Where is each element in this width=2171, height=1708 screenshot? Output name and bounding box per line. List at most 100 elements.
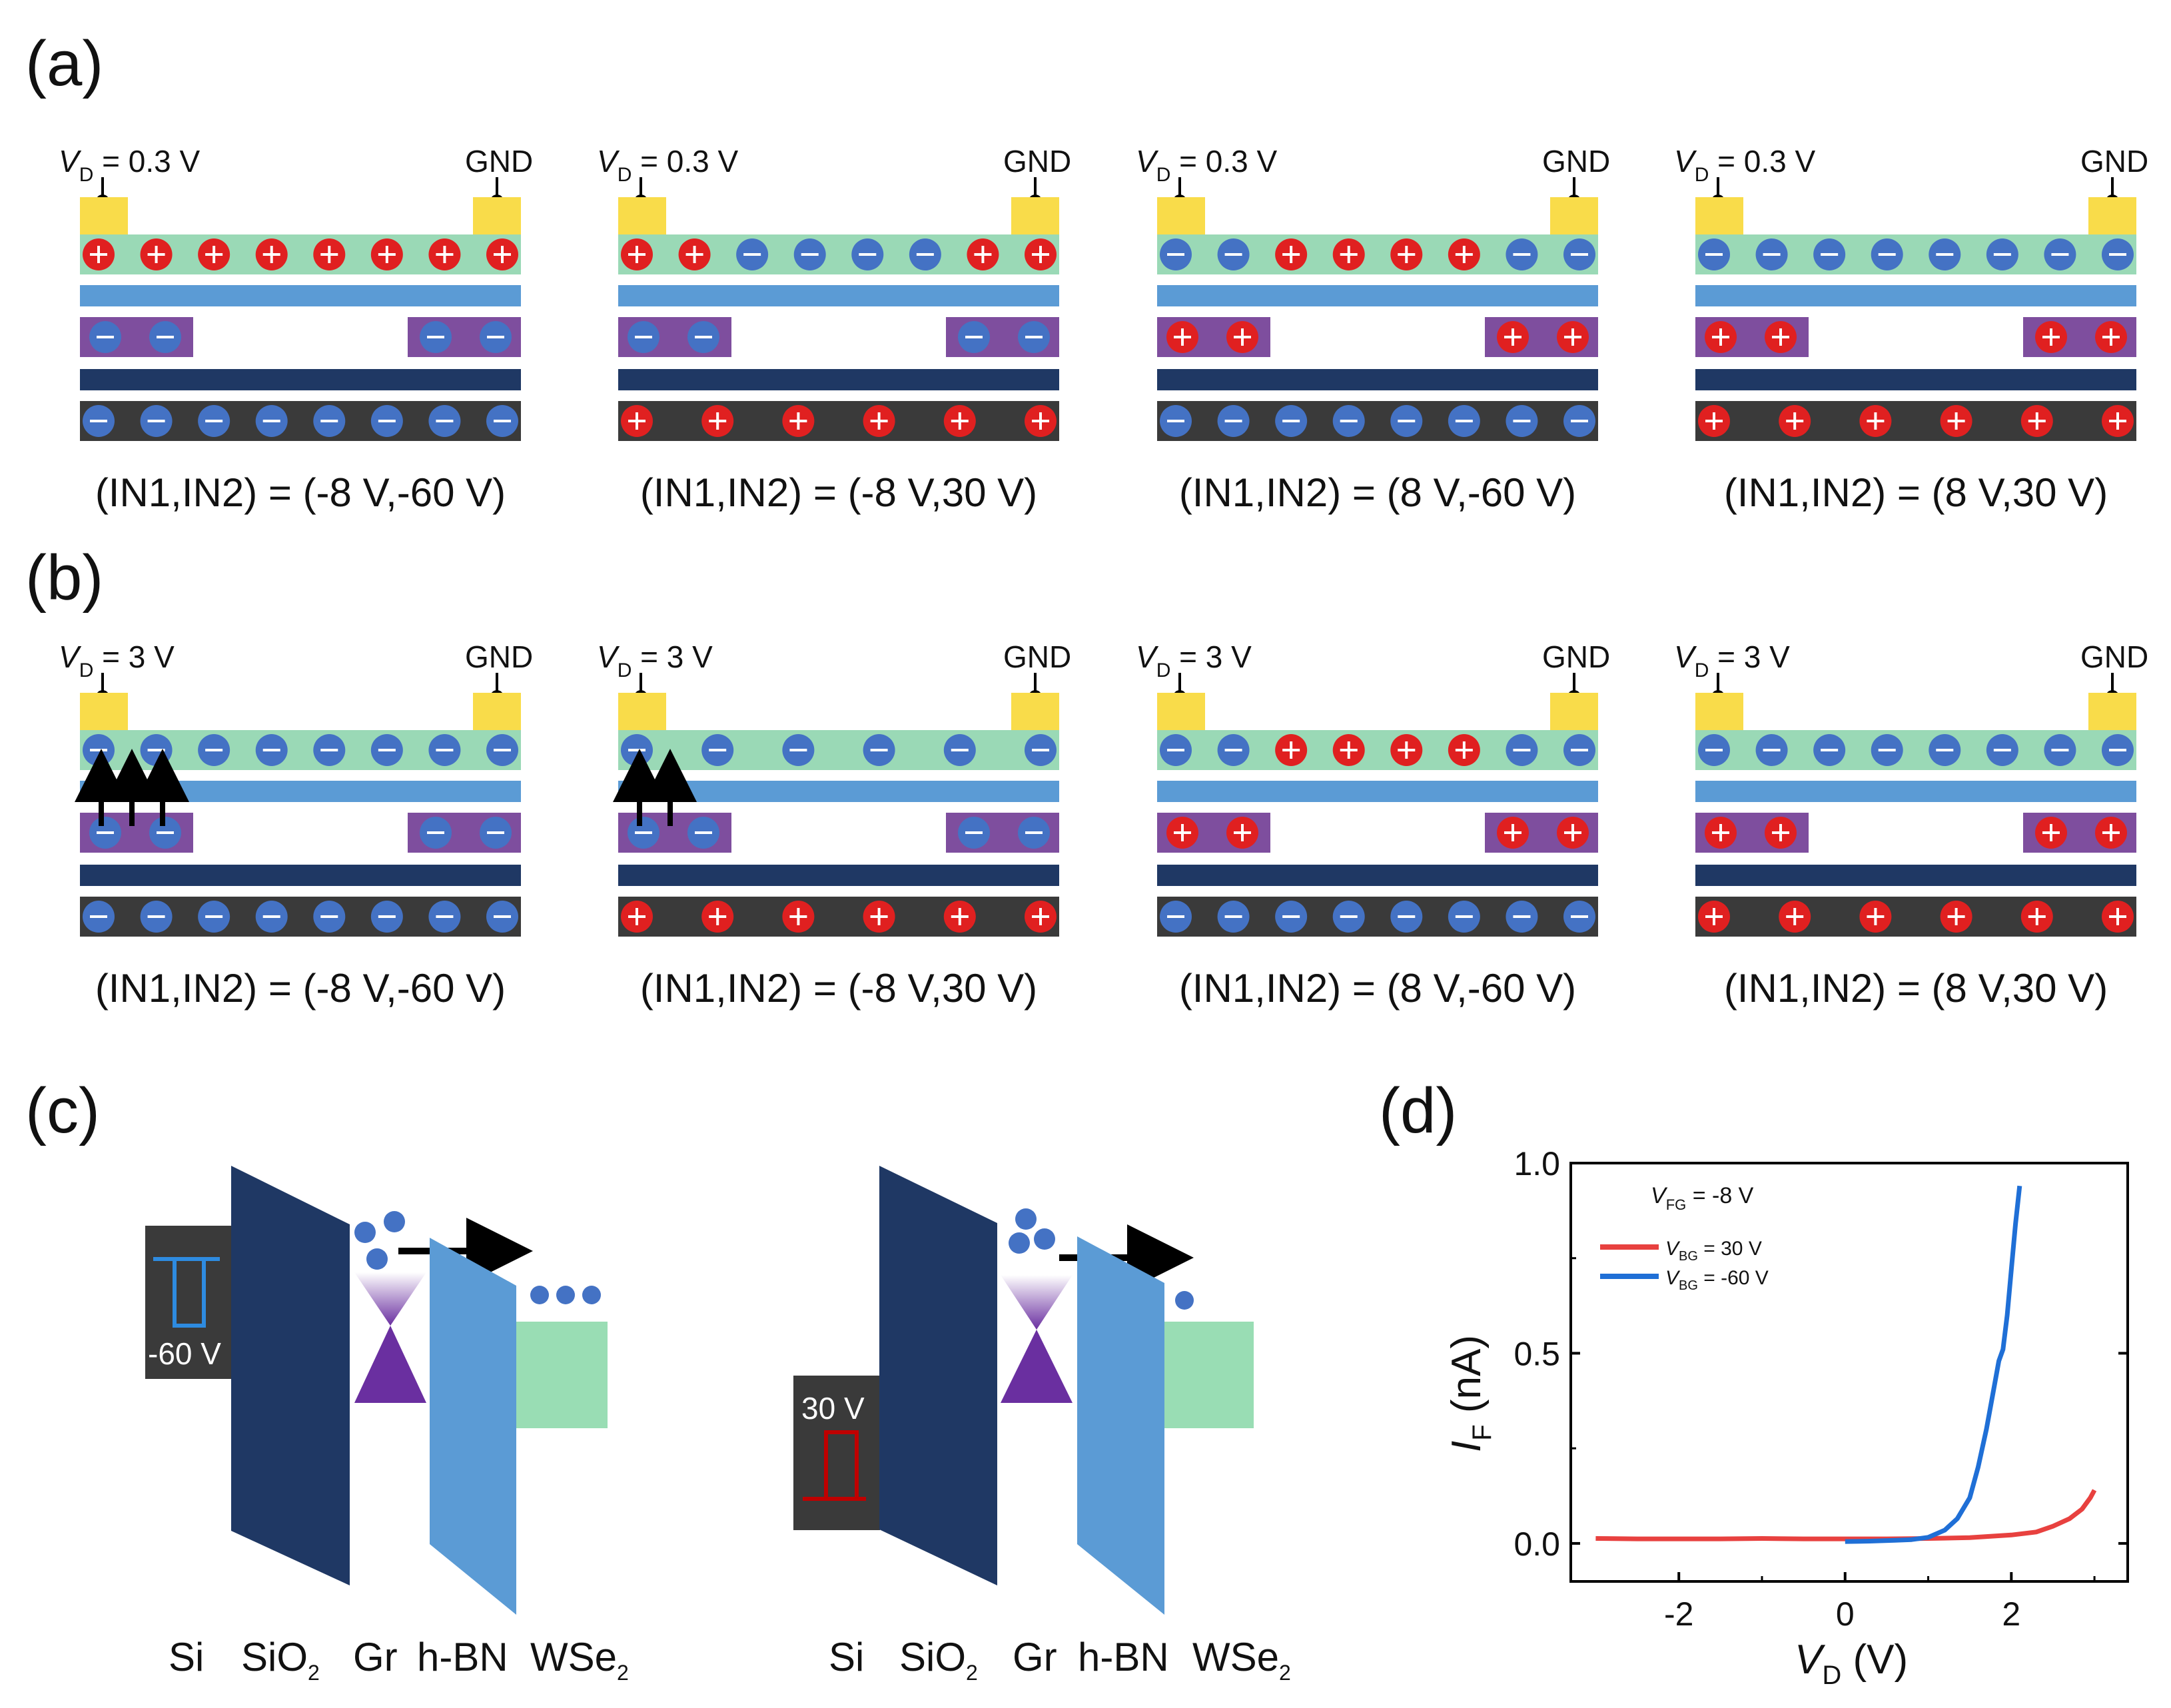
si-back-gate bbox=[618, 897, 1059, 937]
electron-charge-icon bbox=[1986, 238, 2018, 270]
hole-charge-icon bbox=[255, 238, 288, 270]
hole-charge-icon bbox=[1859, 405, 1892, 437]
bias-condition-caption: (IN1,IN2) = (8 V,-60 V) bbox=[1179, 470, 1576, 515]
hole-charge-icon bbox=[2095, 817, 2127, 849]
panel-label-c: (c) bbox=[25, 1075, 100, 1146]
electron-charge-icon bbox=[370, 901, 403, 933]
electron-charge-icon bbox=[428, 901, 461, 933]
electron-charge-icon bbox=[1160, 734, 1192, 766]
hole-charge-icon bbox=[2035, 817, 2067, 849]
panel-label-d: (d) bbox=[1379, 1075, 1457, 1146]
electron-charge-icon bbox=[1563, 238, 1595, 270]
right-gate-voltage: 30 V bbox=[801, 1391, 865, 1426]
hole-charge-icon bbox=[428, 238, 461, 270]
electron-charge-icon bbox=[1018, 817, 1050, 849]
layer-label-wse2: WSe2 bbox=[1192, 1635, 1291, 1685]
source-contact bbox=[2088, 197, 2136, 234]
drain-contact bbox=[80, 197, 128, 234]
hole-charge-icon bbox=[313, 238, 346, 270]
hole-charge-icon bbox=[1765, 321, 1797, 353]
electron-charge-icon bbox=[1698, 734, 1730, 766]
ground-label: GND bbox=[1542, 144, 1610, 179]
ground-label: GND bbox=[1003, 640, 1071, 674]
bias-condition-caption: (IN1,IN2) = (-8 V,30 V) bbox=[640, 966, 1037, 1011]
electron-charge-icon bbox=[420, 817, 452, 849]
electron-charge-icon bbox=[628, 321, 659, 353]
hbn-barrier bbox=[1077, 1236, 1164, 1615]
electron-charge-icon bbox=[1275, 405, 1308, 437]
layer-label-sio2: SiO2 bbox=[241, 1635, 320, 1685]
x-axis-title: VD (V) bbox=[1795, 1637, 1908, 1690]
electron-charge-icon bbox=[198, 901, 230, 933]
ground-label: GND bbox=[2080, 144, 2148, 179]
electron-charge-icon bbox=[1332, 901, 1365, 933]
hole-charge-icon bbox=[1497, 817, 1529, 849]
source-contact bbox=[1011, 693, 1059, 730]
graphene-cone-top bbox=[354, 1272, 426, 1326]
electron-charge-icon bbox=[370, 734, 403, 766]
hole-charge-icon bbox=[1859, 901, 1892, 933]
electron-charge-icon bbox=[2044, 238, 2076, 270]
hole-charge-icon bbox=[621, 405, 653, 437]
electron-dot bbox=[1175, 1291, 1194, 1310]
x-tick-label: -2 bbox=[1664, 1595, 1693, 1633]
hole-charge-icon bbox=[1025, 238, 1057, 270]
layer-label-wse2: WSe2 bbox=[530, 1635, 629, 1685]
hole-charge-icon bbox=[2102, 901, 2134, 933]
wse2-block bbox=[1164, 1322, 1254, 1428]
hole-charge-icon bbox=[1332, 238, 1365, 270]
electron-dot bbox=[556, 1286, 575, 1304]
electron-dot bbox=[1009, 1232, 1030, 1254]
y-axis-title: IF (nA) bbox=[1444, 1335, 1497, 1452]
electron-charge-icon bbox=[793, 238, 826, 270]
electron-charge-icon bbox=[486, 734, 518, 766]
panel-label-a: (a) bbox=[25, 28, 103, 99]
electron-charge-icon bbox=[140, 405, 173, 437]
bias-condition-caption: (IN1,IN2) = (-8 V,-60 V) bbox=[95, 966, 506, 1011]
hole-charge-icon bbox=[678, 238, 711, 270]
graphene-cone-bottom bbox=[354, 1326, 426, 1403]
source-contact bbox=[1550, 197, 1598, 234]
ground-label: GND bbox=[1003, 144, 1071, 179]
sio2-layer bbox=[618, 865, 1059, 886]
sio2-layer bbox=[1157, 369, 1598, 390]
hole-charge-icon bbox=[863, 901, 895, 933]
hole-charge-icon bbox=[2020, 901, 2053, 933]
si-gate-block bbox=[793, 1376, 880, 1530]
hbn-tunnel-layer bbox=[618, 285, 1059, 306]
electron-charge-icon bbox=[1929, 238, 1961, 270]
drain-contact bbox=[1695, 197, 1743, 234]
electron-dot bbox=[354, 1222, 376, 1243]
hole-charge-icon bbox=[1698, 901, 1730, 933]
hole-charge-icon bbox=[1166, 321, 1198, 353]
drain-contact bbox=[80, 693, 128, 730]
electron-charge-icon bbox=[480, 321, 512, 353]
electron-charge-icon bbox=[1871, 238, 1903, 270]
hole-charge-icon bbox=[1705, 321, 1737, 353]
sio2-layer bbox=[618, 369, 1059, 390]
electron-charge-icon bbox=[1563, 901, 1595, 933]
sio2-layer bbox=[1695, 369, 2136, 390]
si-gate-block bbox=[145, 1226, 232, 1379]
bias-condition-caption: (IN1,IN2) = (8 V,30 V) bbox=[1724, 966, 2108, 1011]
source-contact bbox=[473, 197, 521, 234]
hole-charge-icon bbox=[2020, 405, 2053, 437]
electron-charge-icon bbox=[1506, 238, 1538, 270]
electron-charge-icon bbox=[149, 321, 181, 353]
source-contact bbox=[1011, 197, 1059, 234]
hole-charge-icon bbox=[967, 238, 999, 270]
electron-charge-icon bbox=[1563, 734, 1595, 766]
hole-charge-icon bbox=[370, 238, 403, 270]
hole-charge-icon bbox=[1765, 817, 1797, 849]
electron-charge-icon bbox=[1018, 321, 1050, 353]
series-line-vbg-60 bbox=[1845, 1185, 2022, 1544]
electron-charge-icon bbox=[486, 405, 518, 437]
electron-charge-icon bbox=[687, 817, 719, 849]
drain-voltage-label: VD = 0.3 V bbox=[1674, 144, 1816, 186]
electron-dot bbox=[530, 1286, 549, 1304]
